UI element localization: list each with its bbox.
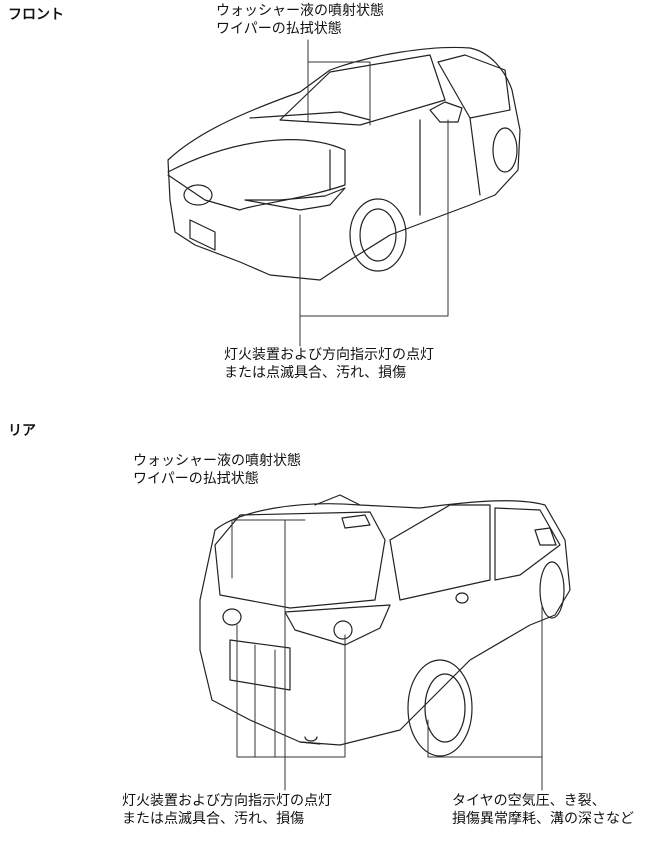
rear-washer-wiper-label: ウォッシャー液の噴射状態 ワイパーの払拭状態 xyxy=(133,452,301,488)
label-line: または点滅具合、汚れ、損傷 xyxy=(224,365,407,381)
rear-car-drawing xyxy=(199,494,571,757)
label-line: ウォッシャー液の噴射状態 xyxy=(216,3,384,19)
front-heading: フロント xyxy=(8,7,64,23)
label-line: ワイパーの払拭状態 xyxy=(216,21,342,37)
rear-heading: リア xyxy=(8,423,36,439)
front-car-drawing xyxy=(167,46,521,281)
label-line: 損傷異常摩耗、溝の深さなど xyxy=(452,811,634,827)
label-line: または点滅具合、汚れ、損傷 xyxy=(122,811,305,827)
label-line: 灯火装置および方向指示灯の点灯 xyxy=(224,347,434,363)
label-line: タイヤの空気圧、き裂、 xyxy=(452,793,606,809)
front-washer-wiper-label: ウォッシャー液の噴射状態 ワイパーの払拭状態 xyxy=(216,2,384,38)
leader-lines xyxy=(231,39,543,791)
label-line: ウォッシャー液の噴射状態 xyxy=(133,453,301,469)
rear-lights-label: 灯火装置および方向指示灯の点灯 または点滅具合、汚れ、損傷 xyxy=(122,792,332,828)
rear-tire-label: タイヤの空気圧、き裂、 損傷異常摩耗、溝の深さなど xyxy=(452,792,634,828)
label-line: ワイパーの払拭状態 xyxy=(133,471,259,487)
label-line: 灯火装置および方向指示灯の点灯 xyxy=(122,793,332,809)
front-lights-label: 灯火装置および方向指示灯の点灯 または点滅具合、汚れ、損傷 xyxy=(224,346,434,382)
